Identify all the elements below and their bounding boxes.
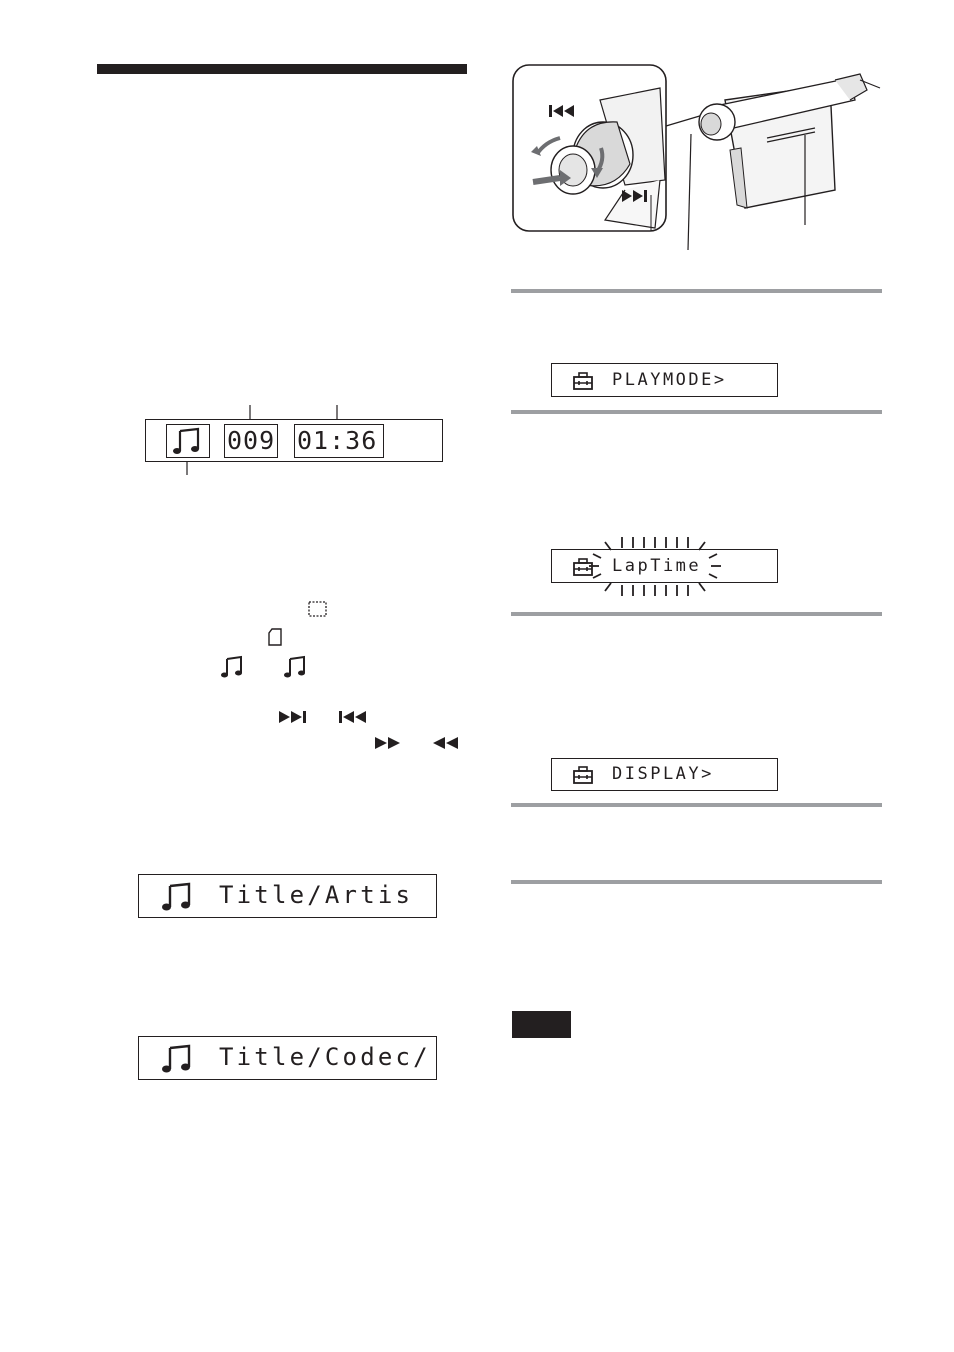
music-note-icon bbox=[162, 882, 191, 911]
menu-toolbox-icon bbox=[573, 766, 593, 784]
lcd-title-artist: Title/Artis bbox=[138, 874, 437, 918]
music-note-icon bbox=[162, 1044, 191, 1073]
lcd-playmode: PLAYMODE> bbox=[551, 363, 778, 397]
elapsed-time-box: 01:36 bbox=[294, 424, 384, 458]
lcd-laptime: LapTime bbox=[551, 549, 778, 583]
fast-forward-icon bbox=[375, 737, 400, 749]
note-icon-box bbox=[166, 424, 210, 458]
note-label-block bbox=[512, 1011, 571, 1038]
music-note-icon-a bbox=[221, 655, 242, 678]
track-number-box: 009 bbox=[224, 424, 278, 458]
memory-card-icon bbox=[308, 601, 327, 617]
playmode-text: PLAYMODE> bbox=[612, 370, 727, 390]
illustration-prev-mark bbox=[549, 105, 574, 117]
title-codec-text: Title/Codec/ bbox=[219, 1043, 431, 1071]
step-rule-2 bbox=[511, 410, 882, 414]
laptime-blink-rays bbox=[589, 537, 721, 596]
skip-prev-icon bbox=[339, 711, 366, 723]
step-rule-4 bbox=[511, 803, 882, 807]
illustration-next-mark bbox=[622, 190, 647, 202]
lcd-time-display: 009 01:36 bbox=[145, 419, 443, 462]
rewind-icon bbox=[433, 737, 458, 749]
step-rule-5 bbox=[511, 880, 882, 884]
laptime-text: LapTime bbox=[612, 556, 702, 576]
step-rule-3 bbox=[511, 612, 882, 616]
music-note-icon bbox=[173, 427, 200, 454]
step-rule-1 bbox=[511, 289, 882, 293]
display-menu-text: DISPLAY> bbox=[612, 764, 714, 784]
skip-next-icon bbox=[279, 711, 306, 723]
menu-toolbox-icon bbox=[573, 372, 593, 390]
section-title-bar bbox=[97, 64, 467, 74]
elapsed-time: 01:36 bbox=[297, 426, 378, 455]
track-number: 009 bbox=[227, 426, 276, 455]
card-icon bbox=[268, 628, 282, 646]
lcd-title-codec: Title/Codec/ bbox=[138, 1036, 437, 1080]
device-illustration bbox=[512, 64, 881, 251]
menu-toolbox-icon bbox=[573, 558, 593, 576]
lcd-display-menu: DISPLAY> bbox=[551, 758, 778, 791]
title-artist-text: Title/Artis bbox=[219, 881, 414, 909]
music-note-icon-b bbox=[284, 655, 305, 678]
